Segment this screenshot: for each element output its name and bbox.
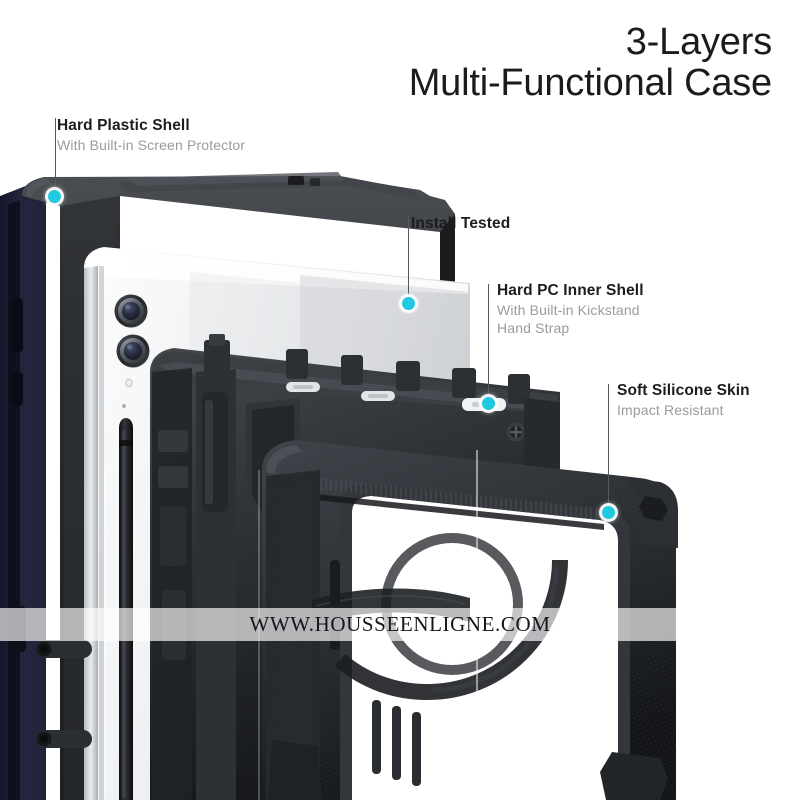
callout-install-tested: Install Tested: [411, 214, 510, 235]
marker-dot-soft-silicone-skin: [602, 506, 615, 519]
callout-title-install-tested: Install Tested: [411, 215, 511, 232]
callout-title-hard-plastic-shell: Hard Plastic Shell: [57, 117, 190, 134]
leader-line-hard-plastic-shell: [55, 118, 56, 197]
marker-dot-install-tested: [402, 297, 415, 310]
callout-title-soft-silicone-skin: Soft Silicone Skin: [617, 382, 750, 399]
page-title: 3-Layers Multi-Functional Case: [408, 21, 772, 105]
callout-subtitle-hard-pc-inner-shell-2: Hand Strap: [497, 319, 570, 336]
kickstand-bolt-upper: [506, 422, 526, 442]
tablet-camera-lens-lower: [116, 334, 150, 368]
title-line-2: Multi-Functional Case: [408, 62, 772, 105]
callout-subtitle-hard-plastic-shell: With Built-in Screen Protector: [57, 136, 246, 153]
watermark-text: WWW.HOUSSEENLIGNE.COM: [249, 612, 551, 636]
callout-hard-plastic-shell: Hard Plastic Shell With Built-in Screen …: [57, 116, 245, 155]
port-plug-lower: [36, 730, 92, 748]
title-line-1: 3-Layers: [625, 21, 772, 63]
tablet-camera-lens-upper: [114, 294, 148, 328]
callout-soft-silicone-skin: Soft Silicone Skin Impact Resistant: [617, 381, 750, 420]
callout-hard-pc-inner-shell: Hard PC Inner Shell With Built-in Kickst…: [497, 281, 644, 338]
leader-line-install-tested: [408, 216, 409, 303]
port-plug-upper: [36, 640, 92, 658]
leader-line-hard-pc-inner-shell: [488, 284, 489, 403]
marker-dot-hard-pc-inner-shell: [482, 397, 495, 410]
callout-title-hard-pc-inner-shell: Hard PC Inner Shell: [497, 282, 644, 299]
callout-subtitle-hard-pc-inner-shell-1: With Built-in Kickstand: [497, 301, 640, 318]
watermark-band: [0, 608, 800, 641]
leader-line-soft-silicone-skin: [608, 384, 609, 512]
marker-dot-hard-plastic-shell: [48, 190, 61, 203]
callout-subtitle-soft-silicone-skin: Impact Resistant: [617, 401, 724, 418]
